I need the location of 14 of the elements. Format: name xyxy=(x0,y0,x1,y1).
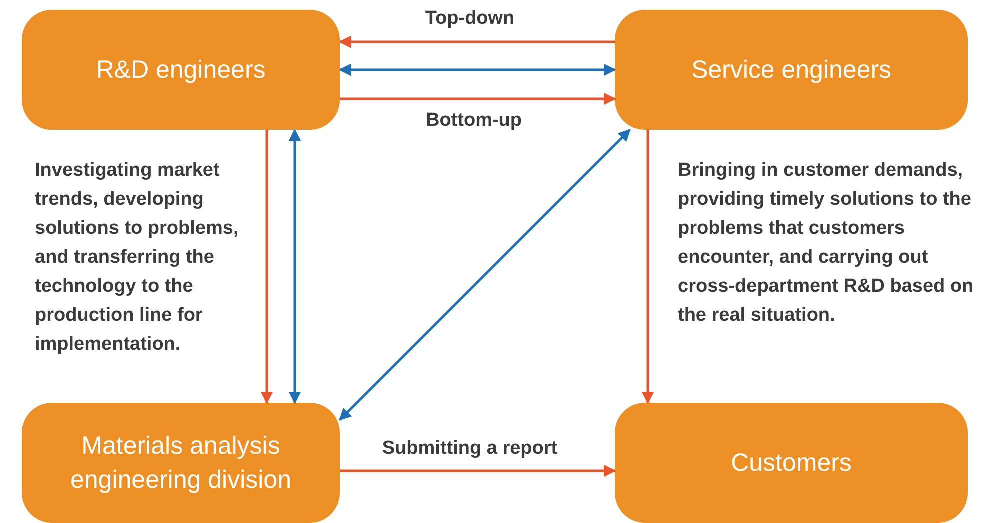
arrow xyxy=(340,92,616,106)
description-text: Investigating market trends, developing solutions to problems, and transferring the technology to the production line for implementation. xyxy=(35,159,240,357)
arrow xyxy=(340,464,616,478)
role-box: R&D engineers xyxy=(22,10,340,130)
arrow xyxy=(288,128,302,404)
arrow xyxy=(642,130,654,404)
role-box: Service engineers xyxy=(615,10,968,130)
role-box: Materials analysis engineering division xyxy=(22,403,340,523)
arrow xyxy=(339,129,631,421)
arrow xyxy=(338,36,615,48)
role-box: Customers xyxy=(615,403,968,523)
arrow xyxy=(260,130,274,404)
description-text: Bringing in customer demands, providing timely solutions to the problems that customers encounter, and carrying out cross-department R&D based on the real situation. xyxy=(678,159,975,328)
arrow xyxy=(338,64,616,76)
